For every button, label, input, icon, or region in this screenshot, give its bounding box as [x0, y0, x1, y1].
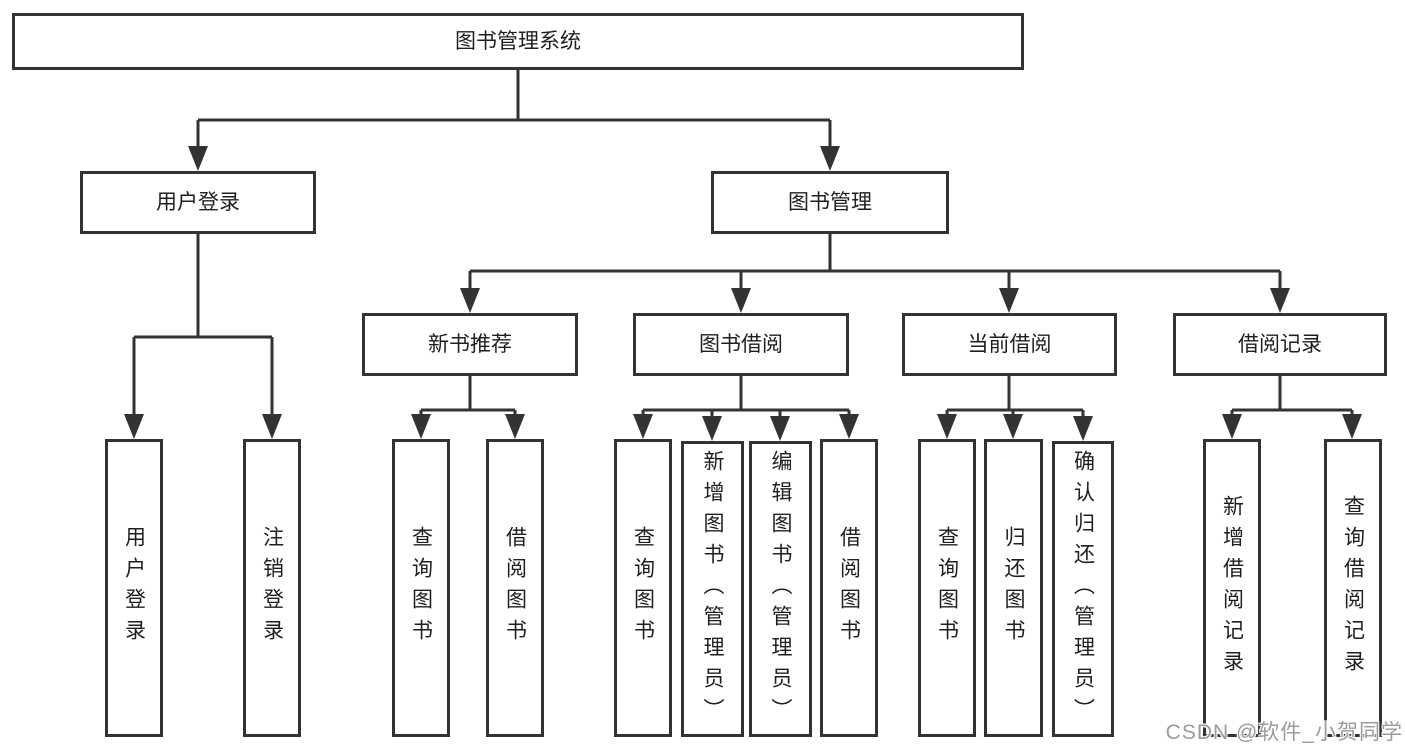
edges-from-user-login: [124, 234, 282, 439]
watermark: CSDN @软件_小贺同学: [1165, 721, 1403, 744]
leaf-user-login: 用户登录: [105, 439, 163, 737]
leaf-nbr-borrow-book: 借阅图书: [486, 439, 544, 737]
edges-from-root: [188, 70, 840, 171]
node-borrow-record: 借阅记录: [1173, 313, 1387, 376]
leaf-bb-add-book: 新增图书（管理员）: [681, 441, 744, 737]
leaf-br-query-record: 查询借阅记录: [1324, 439, 1382, 737]
leaf-cb-query-book: 查询图书: [918, 439, 976, 737]
node-book-mgmt: 图书管理: [711, 171, 949, 234]
node-new-book-rec: 新书推荐: [362, 313, 578, 376]
leaf-cb-confirm-return: 确认归还（管理员）: [1052, 441, 1114, 737]
node-user-login: 用户登录: [80, 171, 316, 234]
leaf-br-add-record: 新增借阅记录: [1203, 439, 1261, 737]
leaf-nbr-query-book: 查询图书: [392, 439, 450, 737]
leaf-cb-return-book: 归还图书: [984, 439, 1043, 737]
leaf-bb-query-book: 查询图书: [614, 439, 672, 737]
edges-from-borrow-record: [1222, 376, 1362, 439]
edges-from-new-book-rec: [411, 376, 525, 439]
node-current-borrow: 当前借阅: [902, 313, 1117, 376]
node-book-borrow: 图书借阅: [633, 313, 849, 376]
edges-from-current-borrow: [937, 376, 1093, 441]
leaf-bb-edit-book: 编辑图书（管理员）: [749, 441, 812, 737]
leaf-logout: 注销登录: [243, 439, 301, 737]
edges-from-book-borrow: [633, 376, 859, 441]
edges-from-book-mgmt: [460, 234, 1290, 313]
leaf-bb-borrow-book: 借阅图书: [820, 439, 878, 737]
node-root: 图书管理系统: [12, 13, 1024, 70]
